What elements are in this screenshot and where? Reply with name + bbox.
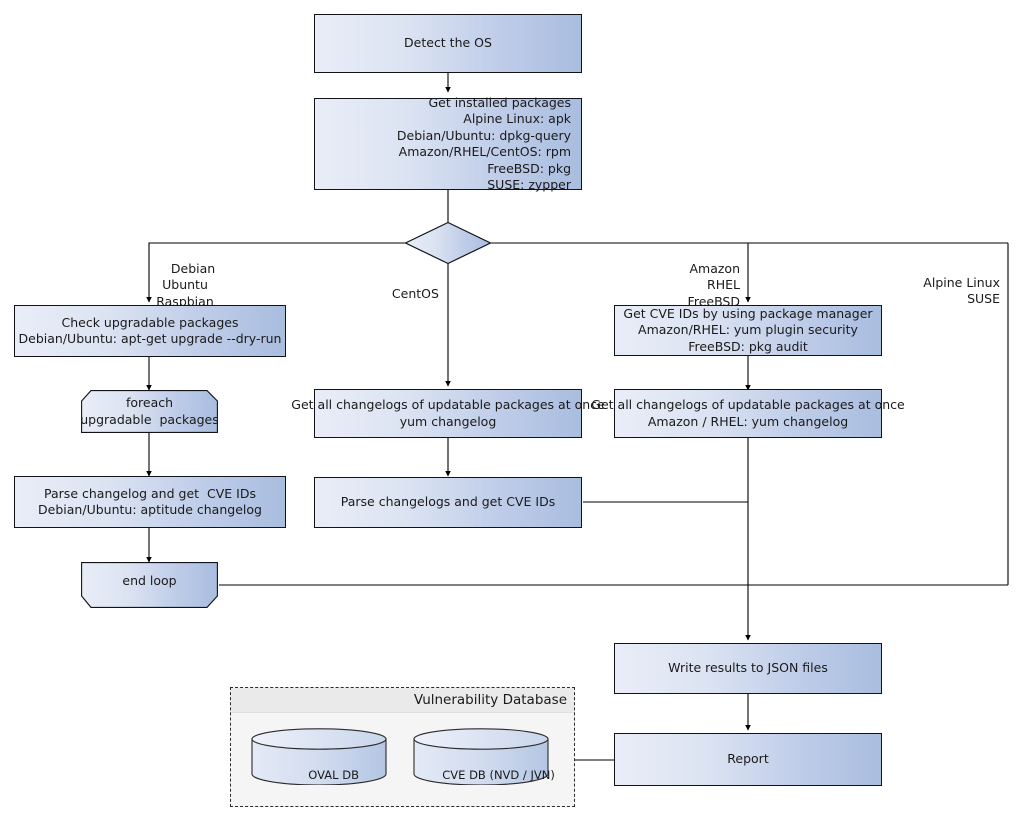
node-label: Write results to JSON files [668,660,828,676]
node-end-loop[interactable]: end loop [81,562,218,608]
node-label-wrap: end loop [81,562,218,600]
vulnerability-database-title: Vulnerability Database [231,688,574,713]
node-parse-changelogs-centos[interactable]: Parse changelogs and get CVE IDs [314,477,582,528]
node-parse-changelog-deb[interactable]: Parse changelog and get CVE IDs Debian/U… [14,476,286,528]
decision-diamond-shape [404,221,492,265]
cylinder-icon [413,728,549,786]
node-label: Get all changelogs of updatable packages… [591,397,905,429]
edge-label-alpine-branch: Alpine Linux SUSE [890,258,1000,324]
group-title-text: Vulnerability Database [413,692,567,708]
node-check-upgradable[interactable]: Check upgradable packages Debian/Ubuntu:… [14,305,286,357]
edge-label-amazon-branch: Amazon RHEL FreeBSD [664,244,740,327]
node-label: Parse changelogs and get CVE IDs [340,494,556,510]
edge-label-debian-branch: Debian Ubuntu Raspbian [155,244,215,327]
edge-label-text: CentOS [391,285,439,301]
node-get-installed-packages[interactable]: Get installed packages Alpine Linux: apk… [314,95,582,192]
node-write-results[interactable]: Write results to JSON files [614,643,882,694]
node-label: Get installed packages Alpine Linux: apk… [396,94,571,193]
edge-label-text: Debian Ubuntu Raspbian [156,260,216,309]
node-label: Detect the OS [404,35,492,51]
database-label-wrap: OVAL DB [251,754,387,796]
node-os-decision[interactable] [404,221,492,265]
node-label: Check upgradable packages Debian/Ubuntu:… [18,314,282,347]
node-report[interactable]: Report [614,733,882,786]
edge-label-text: Amazon RHEL FreeBSD [687,260,740,309]
node-get-cve-ids-pkgmgr[interactable]: Get CVE IDs by using package manager Ama… [614,305,882,356]
database-cve-db[interactable]: CVE DB (NVD / JVN) [413,728,555,786]
database-label-wrap: CVE DB (NVD / JVN) [413,754,555,796]
node-detect-os[interactable]: Detect the OS [314,14,582,73]
edge-label-text: Alpine Linux SUSE [923,274,1000,307]
edge-label-centos-branch: CentOS [376,269,439,319]
database-oval-db[interactable]: OVAL DB [251,728,387,786]
node-label: foreach upgradable packages [80,395,219,427]
database-label: OVAL DB [308,768,359,782]
node-foreach-loop[interactable]: foreach upgradable packages [80,390,219,433]
node-label: end loop [122,572,177,588]
node-label-wrap: foreach upgradable packages [80,390,219,433]
node-label: Parse changelog and get CVE IDs Debian/U… [38,485,262,518]
node-label: Get CVE IDs by using package manager Ama… [623,305,873,354]
loop-end-shape [81,562,218,608]
loop-start-shape [81,390,218,433]
cylinder-icon [251,728,387,786]
node-get-changelogs-centos[interactable]: Get all changelogs of updatable packages… [291,389,605,438]
node-label: Report [727,751,769,767]
database-label: CVE DB (NVD / JVN) [442,768,555,782]
node-get-changelogs-rhel[interactable]: Get all changelogs of updatable packages… [591,389,905,438]
vulnerability-database-group: Vulnerability Database OVAL DB CVE DB (N… [230,687,575,807]
node-label: Get all changelogs of updatable packages… [291,397,605,429]
